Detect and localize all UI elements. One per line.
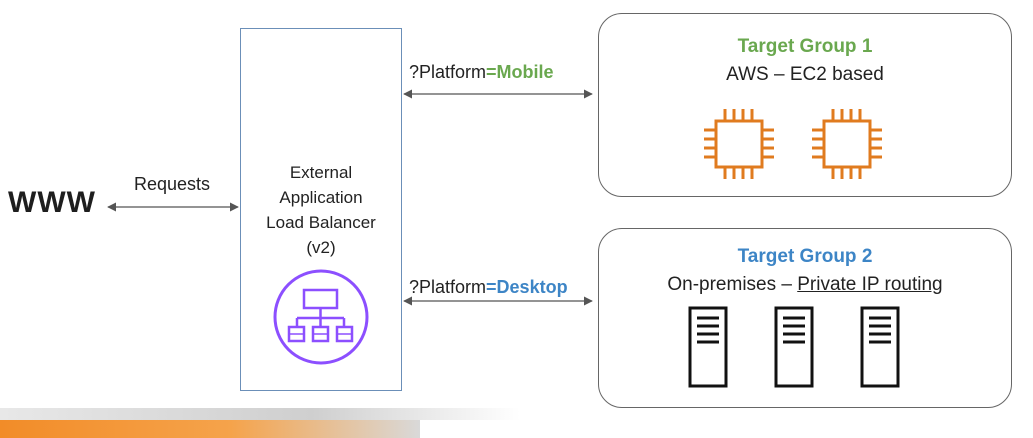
load-balancer-line-3: Load Balancer (266, 213, 376, 232)
load-balancer-label: External Application Load Balancer (v2) (240, 160, 402, 260)
route-mobile-value: =Mobile (486, 62, 554, 82)
server-icon (688, 306, 728, 388)
route-desktop-prefix: ?Platform (409, 277, 487, 297)
load-balancer-line-4: (v2) (306, 238, 336, 257)
ec2-instance-icon (704, 109, 774, 179)
target-group-2-subtitle: On-premises – Private IP routing (598, 274, 1012, 296)
server-icon (774, 306, 814, 388)
target-group-2-subtitle-link: Private IP routing (797, 274, 943, 295)
client-www-label: WWW (8, 186, 96, 219)
alb-icon (273, 269, 369, 365)
target-group-1-box (598, 13, 1012, 197)
decorative-bar-gray (0, 408, 520, 420)
server-icon (860, 306, 900, 388)
route-desktop-label: ?Platform=Desktop (409, 277, 568, 298)
decorative-bar-orange (0, 420, 420, 438)
load-balancer-line-2: Application (279, 188, 363, 207)
route-mobile-prefix: ?Platform (409, 62, 487, 82)
load-balancer-line-1: External (289, 163, 353, 182)
target-group-1-subtitle: AWS – EC2 based (726, 64, 884, 85)
target-group-1-title: Target Group 1 (737, 36, 873, 57)
requests-label: Requests (134, 174, 211, 194)
ec2-instance-icon (812, 109, 882, 179)
load-balancer-box (240, 28, 402, 391)
target-group-2-subtitle-prefix: On-premises – (667, 274, 798, 295)
route-mobile-label: ?Platform=Mobile (409, 62, 554, 83)
target-group-2-title: Target Group 2 (737, 246, 873, 267)
route-desktop-value: =Desktop (486, 277, 568, 297)
